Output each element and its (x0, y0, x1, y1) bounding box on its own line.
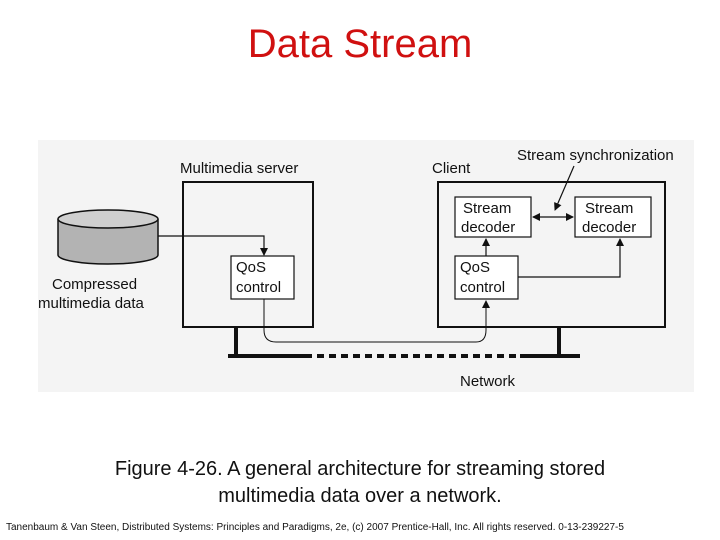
figure-caption: Figure 4-26. A general architecture for … (40, 456, 680, 510)
decoder2-line2: decoder (582, 219, 636, 236)
multimedia-server-label: Multimedia server (180, 160, 298, 177)
client-qos-line1: QoS (460, 259, 490, 276)
client-label: Client (432, 160, 471, 177)
stream-decoder-box-2 (574, 196, 652, 238)
storage-to-qos-arrow (158, 235, 268, 256)
server-qos-line2: control (236, 279, 281, 296)
client-box (437, 181, 666, 328)
storage-label-line2: multimedia data (38, 295, 145, 312)
stream-sync-pointer-arrow (554, 165, 575, 211)
stream-sync-label: Stream synchronization (517, 147, 674, 164)
storage-label-line1: Compressed (52, 276, 137, 293)
decoder2-line1: Stream (585, 200, 633, 217)
copyright-footer: Tanenbaum & Van Steen, Distributed Syste… (6, 522, 624, 533)
network-bar (228, 326, 580, 358)
network-label: Network (460, 373, 516, 390)
caption-line-2: multimedia data over a network. (218, 485, 502, 507)
decoder1-line2: decoder (461, 219, 515, 236)
server-qos-line1: QoS (236, 259, 266, 276)
stream-decoder-box-1 (454, 196, 532, 238)
decoder1-line1: Stream (463, 200, 511, 217)
caption-line-1: Figure 4-26. A general architecture for … (114, 458, 606, 480)
multimedia-server-box (182, 181, 314, 328)
slide-title: Data Stream (247, 22, 473, 66)
storage-cylinder-icon (57, 209, 159, 265)
network-data-path-arrow (263, 299, 490, 343)
qos-to-decoder2-arrow (518, 238, 624, 278)
client-qos-line2: control (460, 279, 505, 296)
server-qos-box (230, 255, 295, 300)
